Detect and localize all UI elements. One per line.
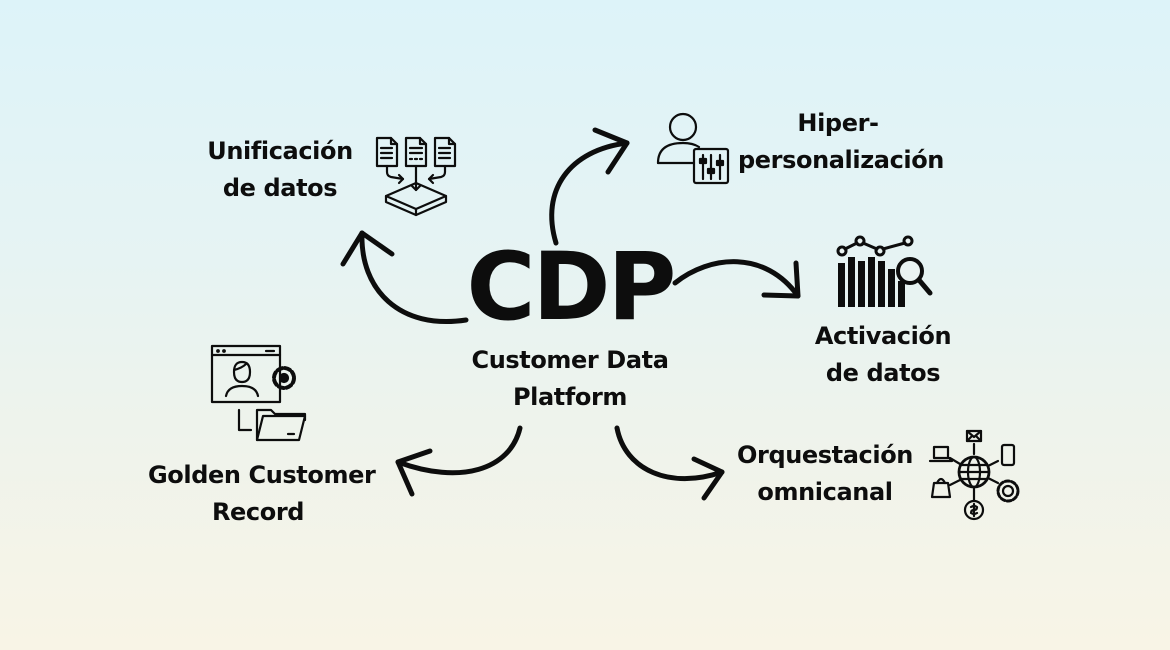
cdp-subtitle: Customer Data Platform xyxy=(440,342,700,416)
customer-profile-folder-icon xyxy=(210,344,307,442)
chart-analytics-search-icon xyxy=(836,235,933,307)
arrow-to-activacion xyxy=(672,259,801,299)
node-hiperpersonalizacion-line2: personalización xyxy=(738,146,944,174)
node-golden-record-line1: Golden Customer xyxy=(148,461,376,489)
arrow-to-golden-record xyxy=(395,425,523,497)
node-golden-record-label: Golden Customer Record xyxy=(148,457,376,531)
node-activacion-label: Activación de datos xyxy=(793,318,973,392)
user-settings-sliders-icon xyxy=(656,112,730,185)
node-activacion-line2: de datos xyxy=(825,359,941,387)
node-activacion-line1: Activación xyxy=(814,322,952,350)
node-unificacion-line2: de datos xyxy=(222,174,338,202)
node-hiperpersonalizacion-label: Hiper- personalización xyxy=(738,105,944,179)
arrow-to-hiperpersonalizacion xyxy=(549,127,630,246)
node-hiperpersonalizacion-line1: Hiper- xyxy=(797,109,879,137)
node-golden-record-line2: Record xyxy=(211,498,305,526)
node-orquestacion-line2: omnicanal xyxy=(757,478,893,506)
cdp-subtitle-line2: Platform xyxy=(512,383,628,411)
cdp-title: CDP xyxy=(466,233,677,342)
node-unificacion-line1: Unificación xyxy=(207,137,353,165)
arrow-to-unificacion xyxy=(340,230,469,324)
documents-merge-icon xyxy=(375,136,457,217)
omnichannel-globe-icon xyxy=(928,429,1020,521)
node-unificacion-label: Unificación de datos xyxy=(200,133,360,207)
node-orquestacion-line1: Orquestación xyxy=(737,441,913,469)
cdp-subtitle-line1: Customer Data xyxy=(471,346,669,374)
arrow-to-orquestacion xyxy=(614,425,725,501)
node-orquestacion-label: Orquestación omnicanal xyxy=(730,437,920,511)
